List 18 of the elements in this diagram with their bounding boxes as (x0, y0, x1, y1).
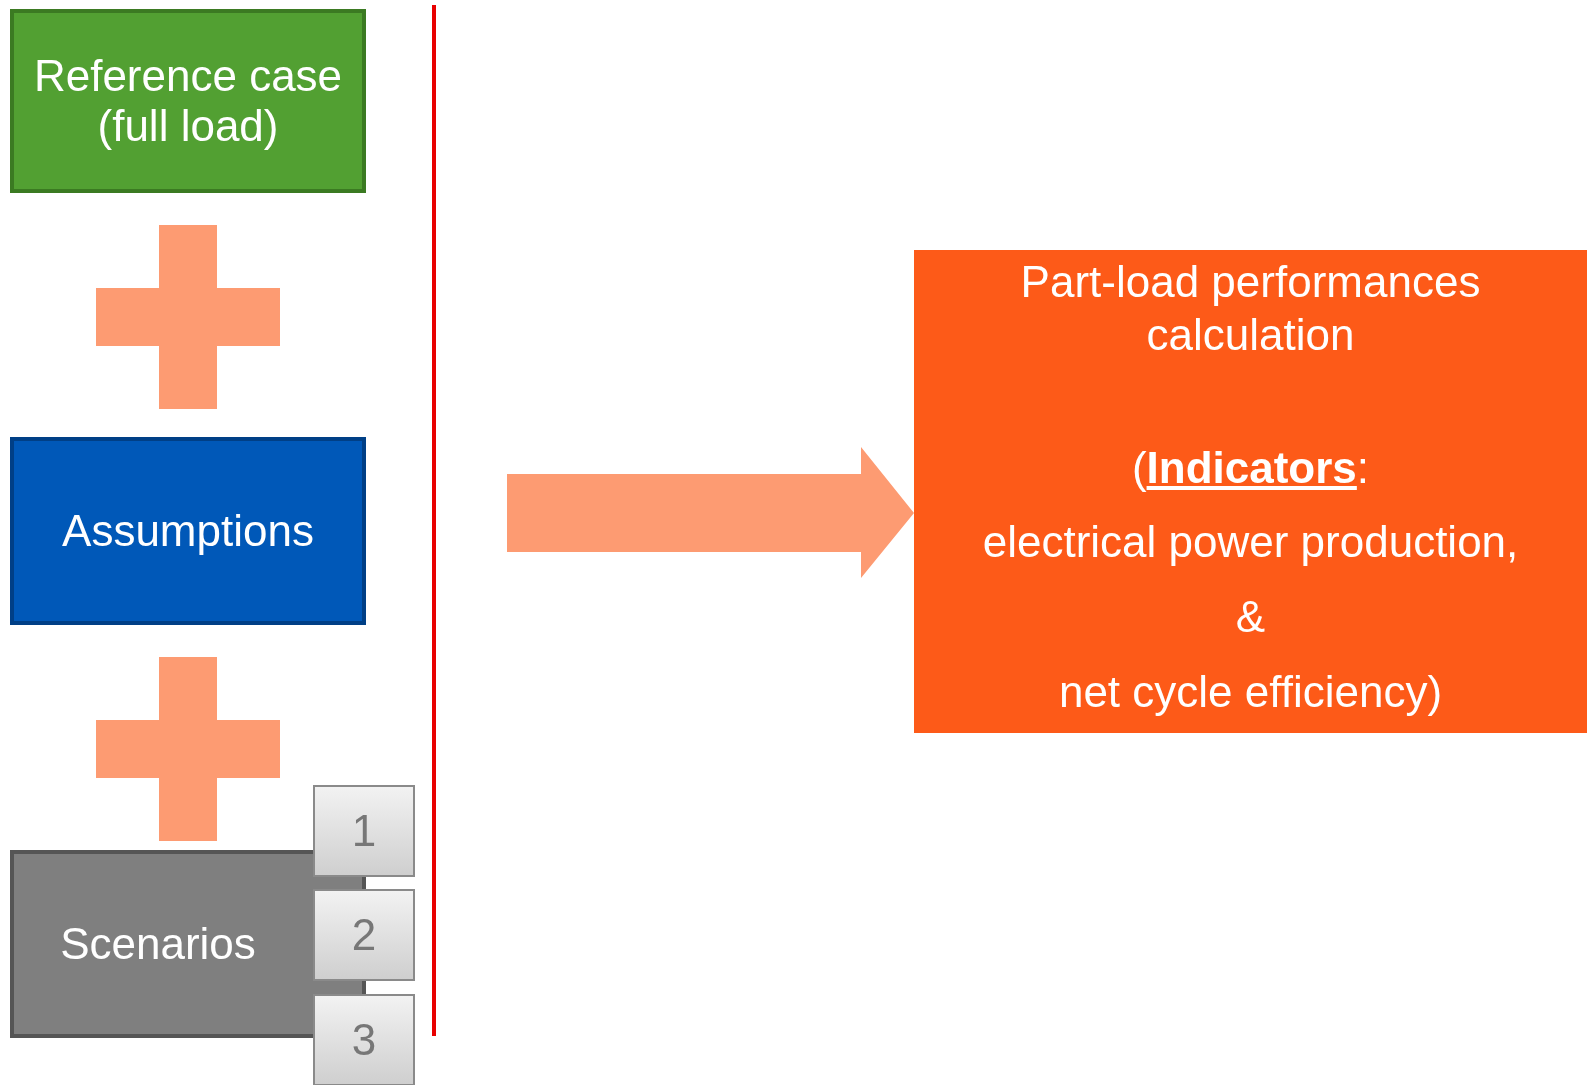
box-text: 3 (351, 1015, 377, 1065)
number-tab (313, 889, 415, 981)
box-heading: Part-load performances calculation (1019, 256, 1482, 361)
number-tab (313, 785, 415, 877)
box-text: 2 (351, 910, 377, 960)
process-box (10, 9, 366, 193)
box-text: Scenarios (60, 919, 256, 969)
box-text: Assumptions (62, 506, 314, 556)
number-tab (313, 994, 415, 1085)
result-box (914, 250, 1587, 733)
block-arrow (507, 447, 914, 578)
box-text: electrical power production, (982, 516, 1519, 569)
box-text: 1 (351, 806, 377, 856)
process-box (10, 437, 366, 625)
box-text: & (1235, 591, 1266, 644)
box-text: (Indicators: (1131, 441, 1370, 494)
box-text: net cycle efficiency) (1058, 666, 1443, 718)
box-text: Reference case (full load) (32, 51, 344, 151)
